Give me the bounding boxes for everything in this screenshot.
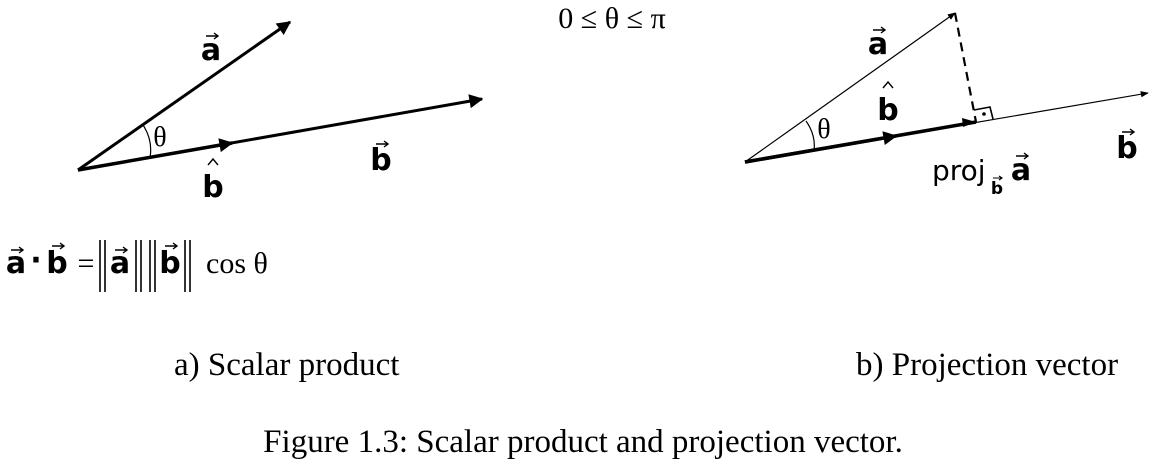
theta-label: θ (817, 114, 830, 145)
formula-b: b (46, 246, 67, 281)
vector-arrow-accent-icon (873, 26, 887, 34)
proj-subscript-b: b (991, 179, 1003, 199)
formula-cos-theta: cos θ (206, 247, 268, 280)
vector-a-label: a (201, 33, 221, 68)
vector-arrow-accent-icon (11, 246, 25, 254)
vector-arrow-accent-icon (206, 32, 220, 40)
unit-vector-b-arrow (77, 138, 234, 172)
vector-arrow-accent-icon (993, 175, 1003, 181)
projection-diagram: θ a b b proj b a (744, 12, 1149, 199)
right-angle-dot (982, 112, 986, 116)
perpendicular-dashed-line (953, 12, 978, 123)
formula-dot: · (30, 243, 41, 278)
proj-text: proj (932, 154, 986, 187)
right-panel-caption: b) Projection vector (856, 347, 1119, 383)
angle-arc (142, 124, 152, 159)
vector-arrow-accent-icon (165, 242, 179, 250)
vector-arrow-accent-icon (115, 246, 129, 254)
hat-accent-icon (882, 80, 894, 89)
unit-vector-b-label: b (877, 93, 898, 128)
proj-a: a (1011, 153, 1031, 188)
formula-equals: = (78, 247, 95, 280)
formula-a: a (6, 246, 26, 281)
vector-a-arrow (77, 20, 292, 172)
theta-label: θ (153, 122, 166, 153)
scalar-product-formula: a · b = a b cos θ (6, 240, 268, 292)
right-angle-mark (973, 106, 994, 120)
vector-b-label: b (370, 143, 391, 178)
left-panel-caption: a) Scalar product (174, 347, 400, 383)
hat-accent-icon (207, 157, 219, 166)
formula-norm-a: a (110, 246, 130, 281)
vector-arrow-accent-icon (52, 242, 66, 250)
formula-norm-b: b (159, 246, 180, 281)
vector-b-label: b (1116, 131, 1137, 166)
figure-caption: Figure 1.3: Scalar product and projectio… (263, 424, 903, 460)
unit-vector-b-label: b (202, 170, 223, 205)
projection-label: proj b a (932, 152, 1031, 199)
theta-range-label: 0 ≤ θ ≤ π (558, 2, 665, 35)
vector-arrow-accent-icon (1122, 128, 1136, 136)
angle-arc (805, 120, 815, 152)
scalar-product-diagram: θ a b b a · b = a b (6, 20, 484, 292)
vector-a-arrow (744, 12, 956, 163)
vector-arrow-accent-icon (376, 140, 390, 148)
vector-arrow-accent-icon (1016, 152, 1030, 160)
projection-arrowhead (962, 118, 976, 127)
vector-a-label: a (868, 27, 888, 62)
unit-vector-b-arrow (744, 131, 898, 164)
